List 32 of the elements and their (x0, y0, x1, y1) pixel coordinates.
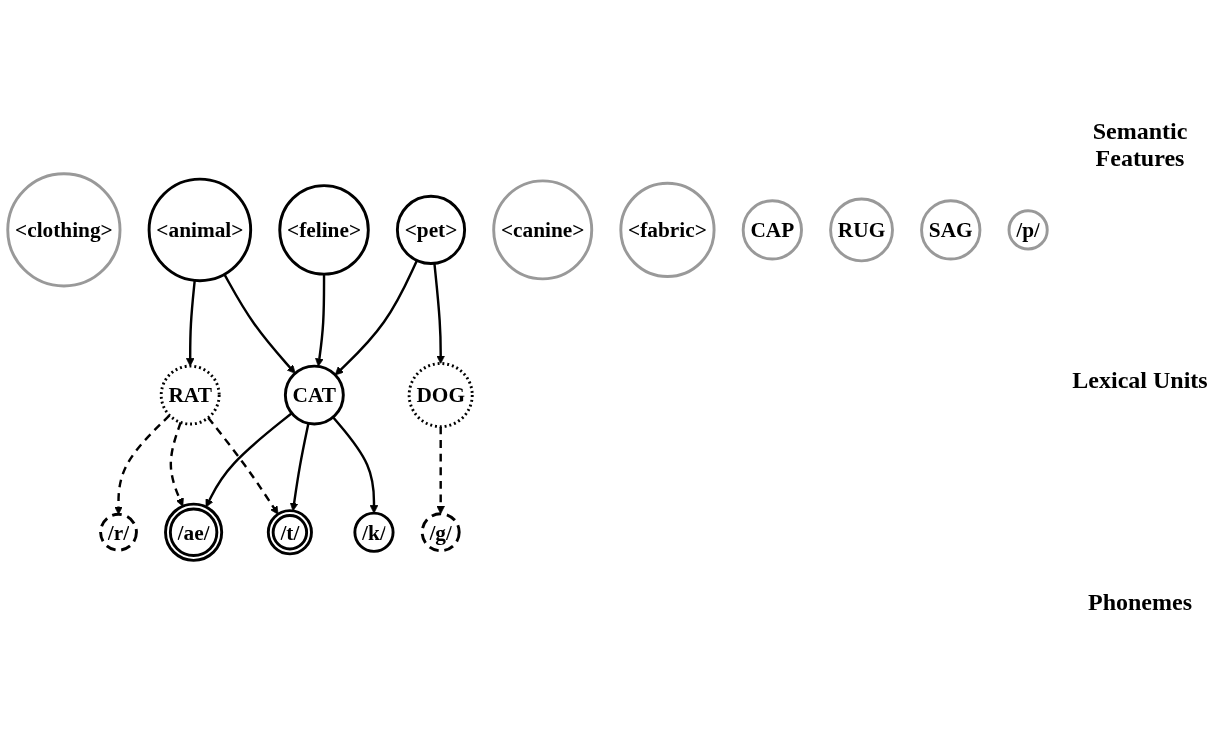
node-circle: <feline> (278, 184, 370, 276)
node-circle: <clothing> (6, 172, 122, 288)
row-label: Lexical Units (1071, 367, 1209, 394)
arrow (289, 423, 310, 512)
arrow (315, 274, 326, 367)
node-circle: DOG (407, 362, 474, 429)
node-circle: RUG (829, 197, 894, 263)
node-circle: /g/ (420, 512, 461, 553)
arrow (207, 417, 279, 515)
arrow (332, 416, 379, 514)
node-circle: /p/ (1007, 209, 1049, 251)
arrow (433, 263, 445, 364)
arrow (205, 412, 293, 508)
node-circle: CAT (283, 364, 345, 426)
node-circle: /t/ (266, 509, 313, 556)
arrow (334, 259, 418, 376)
row-label: Phonemes (1087, 589, 1193, 617)
node-circle: SAG (920, 199, 982, 261)
arrow (114, 414, 171, 515)
row-label: Semantic Features (1091, 117, 1189, 172)
node-circle: <animal> (147, 177, 253, 283)
node-circle: /ae/ (164, 502, 224, 562)
node-circle: <fabric> (619, 181, 716, 278)
node-circle: RAT (159, 364, 221, 426)
node-circle: <canine> (492, 179, 594, 281)
node-circle: /k/ (353, 511, 395, 553)
node-circle: /r/ (99, 512, 138, 552)
arrow (223, 273, 296, 374)
arrow (185, 280, 196, 367)
arrow (169, 422, 184, 507)
node-circle: CAP (741, 199, 803, 261)
node-circle: <pet> (395, 194, 467, 265)
